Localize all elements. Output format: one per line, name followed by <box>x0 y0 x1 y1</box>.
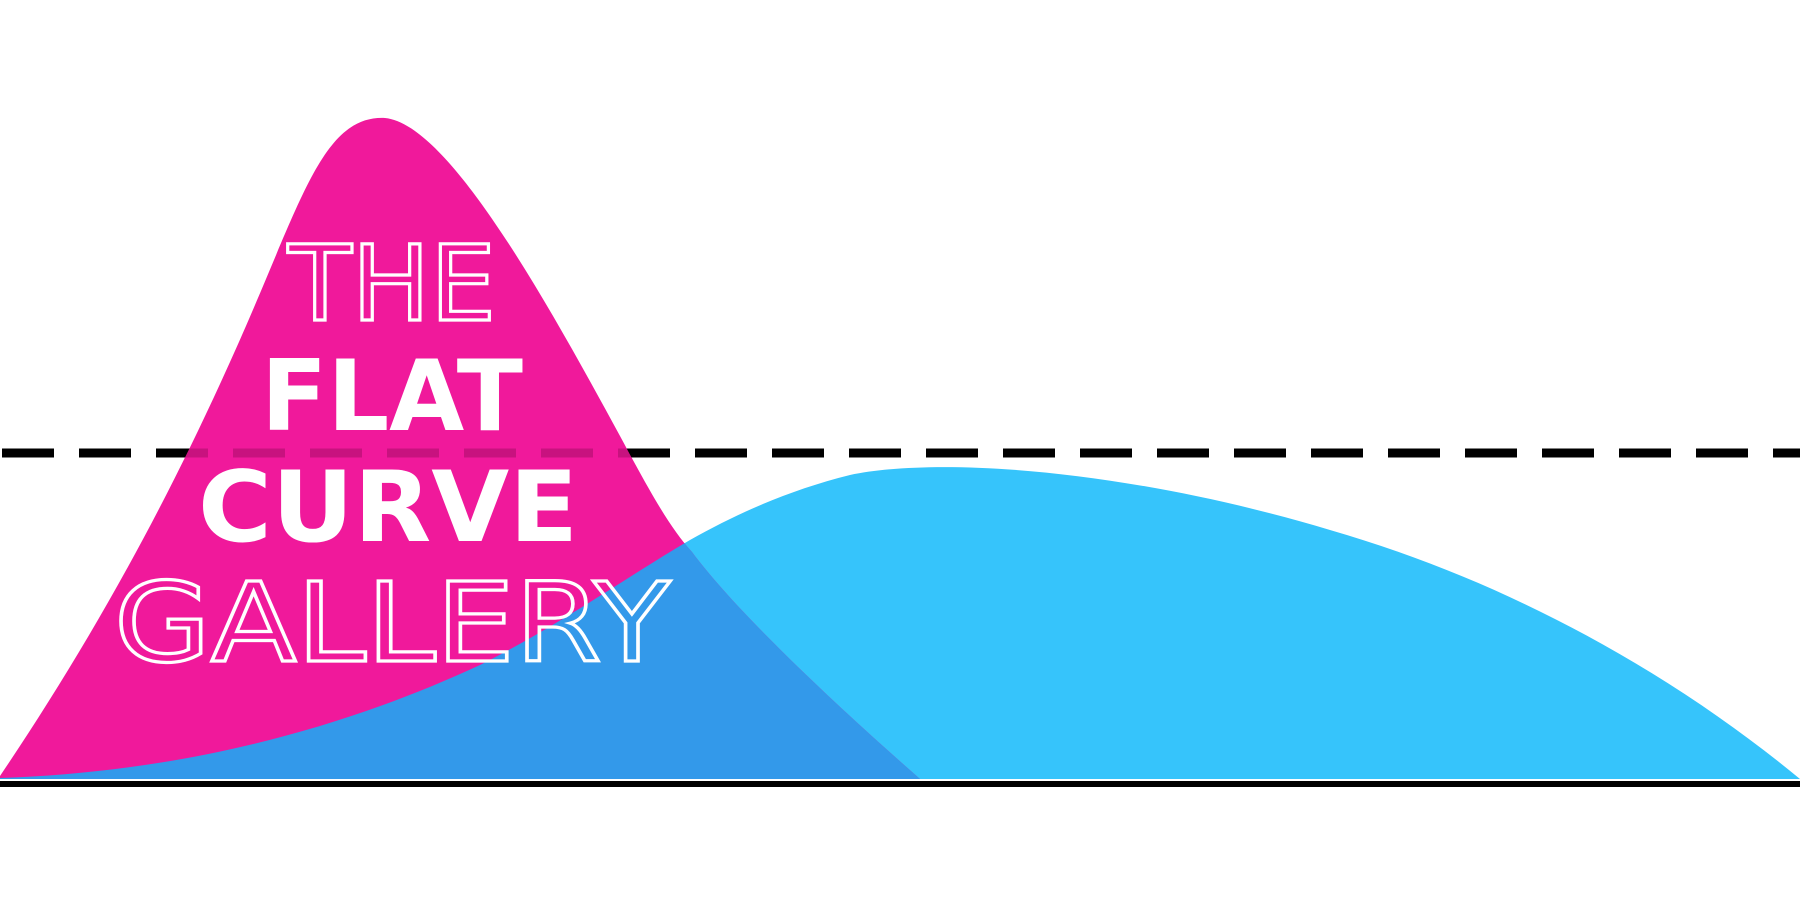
logo-line-curve: CURVE <box>198 451 578 565</box>
logo-line-gallery: GALLERY <box>114 559 671 687</box>
logo-line-the: THE <box>287 223 496 345</box>
logo-line-flat: FLAT <box>261 340 523 454</box>
